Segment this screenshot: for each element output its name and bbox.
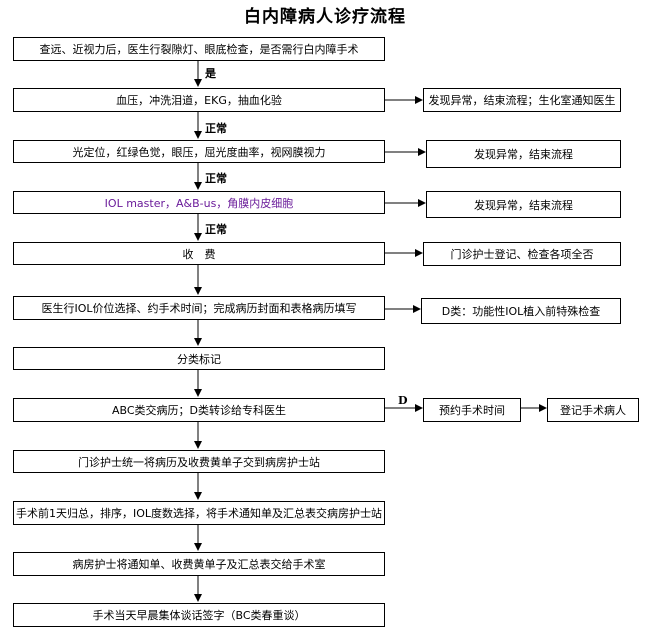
step-hand-over: ABC类交病历；D类转诊给专科医生 bbox=[13, 398, 385, 422]
step-iol-master: IOL master，A&B-us，角膜内皮细胞 bbox=[13, 191, 385, 214]
side-outpatient-register: 门诊护士登记、检查各项全否 bbox=[423, 242, 621, 266]
side-abnormal-end-1: 发现异常，结束流程 bbox=[426, 140, 621, 168]
edge-label-yes: 是 bbox=[205, 67, 216, 80]
side-abnormal-biochem: 发现异常，结束流程；生化室通知医生 bbox=[423, 88, 621, 112]
step-nurse-deliver: 门诊护士统一将病历及收费黄单子交到病房护士站 bbox=[13, 450, 385, 473]
side-d-class-exam: D类：功能性IOL植入前特殊检查 bbox=[421, 298, 621, 324]
page-title: 白内障病人诊疗流程 bbox=[244, 7, 406, 27]
side-abnormal-end-2: 发现异常，结束流程 bbox=[426, 191, 621, 218]
step-optic-tests: 光定位，红绿色觉，眼压，屈光度曲率，视网膜视力 bbox=[13, 140, 385, 163]
step-surgery-day: 手术当天早晨集体谈话签字（BC类春重谈） bbox=[13, 603, 385, 627]
step-iol-selection: 医生行IOL价位选择、约手术时间；完成病历封面和表格病历填写 bbox=[13, 296, 385, 320]
edge-label-d: D bbox=[398, 394, 408, 407]
edge-label-normal-2: 正常 bbox=[205, 172, 227, 185]
edge-label-normal-3: 正常 bbox=[205, 223, 227, 236]
side-register-patient: 登记手术病人 bbox=[547, 398, 639, 422]
step-ward-nurse: 病房护士将通知单、收费黄单子及汇总表交给手术室 bbox=[13, 552, 385, 576]
side-book-surgery: 预约手术时间 bbox=[423, 398, 521, 422]
step-pre-surgery: 手术前1天归总，排序，IOL度数选择，将手术通知单及汇总表交病房护士站 bbox=[13, 501, 385, 525]
edge-label-normal-1: 正常 bbox=[205, 122, 227, 135]
step-initial-exam: 查远、近视力后，医生行裂隙灯、眼底检查，是否需行白内障手术 bbox=[13, 37, 385, 61]
step-blood-tests: 血压，冲洗泪道，EKG，抽血化验 bbox=[13, 88, 385, 112]
step-charge: 收 费 bbox=[13, 242, 385, 265]
step-classify: 分类标记 bbox=[13, 347, 385, 370]
